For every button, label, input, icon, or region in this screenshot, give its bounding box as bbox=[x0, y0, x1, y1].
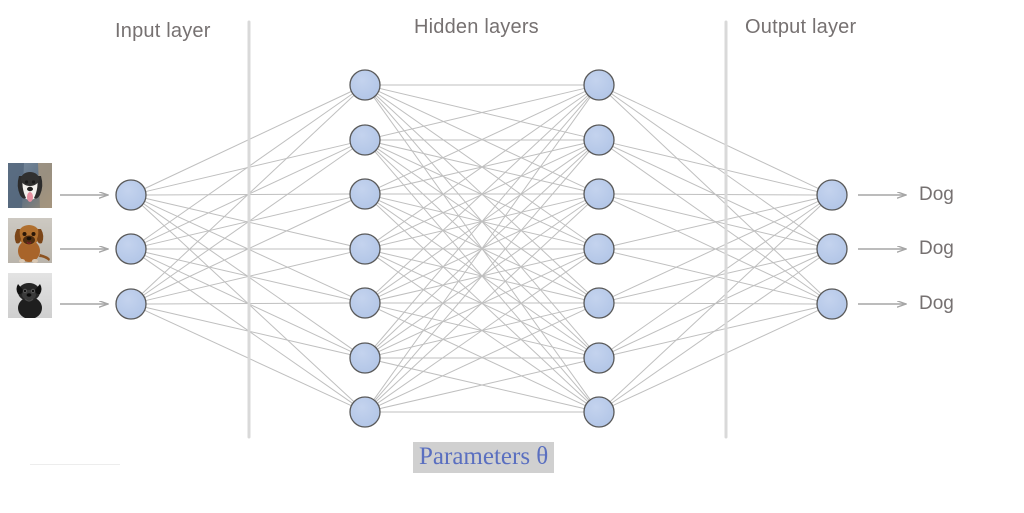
edge bbox=[379, 360, 585, 410]
neuron-hidden-1-0 bbox=[349, 69, 381, 101]
neuron-hidden-1-1 bbox=[349, 124, 381, 156]
input-image-black-pug bbox=[8, 273, 52, 318]
neuron-hidden-2-5 bbox=[583, 342, 615, 374]
edge bbox=[378, 90, 586, 189]
edge bbox=[375, 94, 589, 294]
io-arrows bbox=[60, 195, 906, 304]
edge bbox=[611, 203, 820, 350]
output-layer-label: Output layer bbox=[745, 16, 857, 38]
edge bbox=[612, 200, 819, 298]
neuron-hidden-2-4 bbox=[583, 287, 615, 319]
parameters-caption: Parameters θ bbox=[413, 442, 555, 473]
input-image-brown-puppy bbox=[8, 218, 52, 263]
neuron-input-2 bbox=[115, 288, 147, 320]
neuron-hidden-2-1 bbox=[583, 124, 615, 156]
edge bbox=[378, 308, 586, 407]
edge bbox=[612, 309, 819, 407]
neuron-hidden-1-4 bbox=[349, 287, 381, 319]
edge bbox=[375, 203, 589, 403]
neuron-input-0 bbox=[115, 179, 147, 211]
hidden-layers-label: Hidden layers bbox=[414, 16, 539, 38]
neuron-input-1 bbox=[115, 233, 147, 265]
edge bbox=[613, 193, 818, 196]
output-label-1: Dog bbox=[919, 238, 954, 259]
edge bbox=[612, 90, 819, 190]
neuron-hidden-1-5 bbox=[349, 342, 381, 374]
edge bbox=[613, 197, 818, 247]
output-label-2: Dog bbox=[919, 293, 954, 314]
neuron-hidden-1-6 bbox=[349, 396, 381, 428]
input-layer-label: Input layer bbox=[115, 20, 211, 42]
neuron-hidden-2-2 bbox=[583, 178, 615, 210]
neuron-hidden-2-6 bbox=[583, 396, 615, 428]
neuron-hidden-2-3 bbox=[583, 233, 615, 265]
input-image-saint-bernard bbox=[8, 163, 52, 208]
neuron-output-1 bbox=[816, 233, 848, 265]
neuron-output-2 bbox=[816, 288, 848, 320]
bottom-divider bbox=[30, 464, 120, 465]
edge bbox=[379, 87, 585, 138]
nodes-group bbox=[115, 69, 848, 428]
edge bbox=[374, 151, 590, 401]
neuron-hidden-2-0 bbox=[583, 69, 615, 101]
neuron-hidden-1-3 bbox=[349, 233, 381, 265]
edge bbox=[377, 257, 587, 404]
layer-dividers bbox=[247, 20, 728, 439]
edge bbox=[611, 257, 820, 404]
edge bbox=[609, 204, 822, 403]
edge bbox=[376, 93, 588, 241]
neuron-hidden-1-2 bbox=[349, 178, 381, 210]
edges-group bbox=[141, 84, 822, 413]
edge bbox=[374, 96, 590, 347]
output-label-0: Dog bbox=[919, 184, 954, 205]
edge bbox=[373, 96, 591, 401]
edge bbox=[613, 142, 818, 193]
neuron-output-0 bbox=[816, 179, 848, 211]
